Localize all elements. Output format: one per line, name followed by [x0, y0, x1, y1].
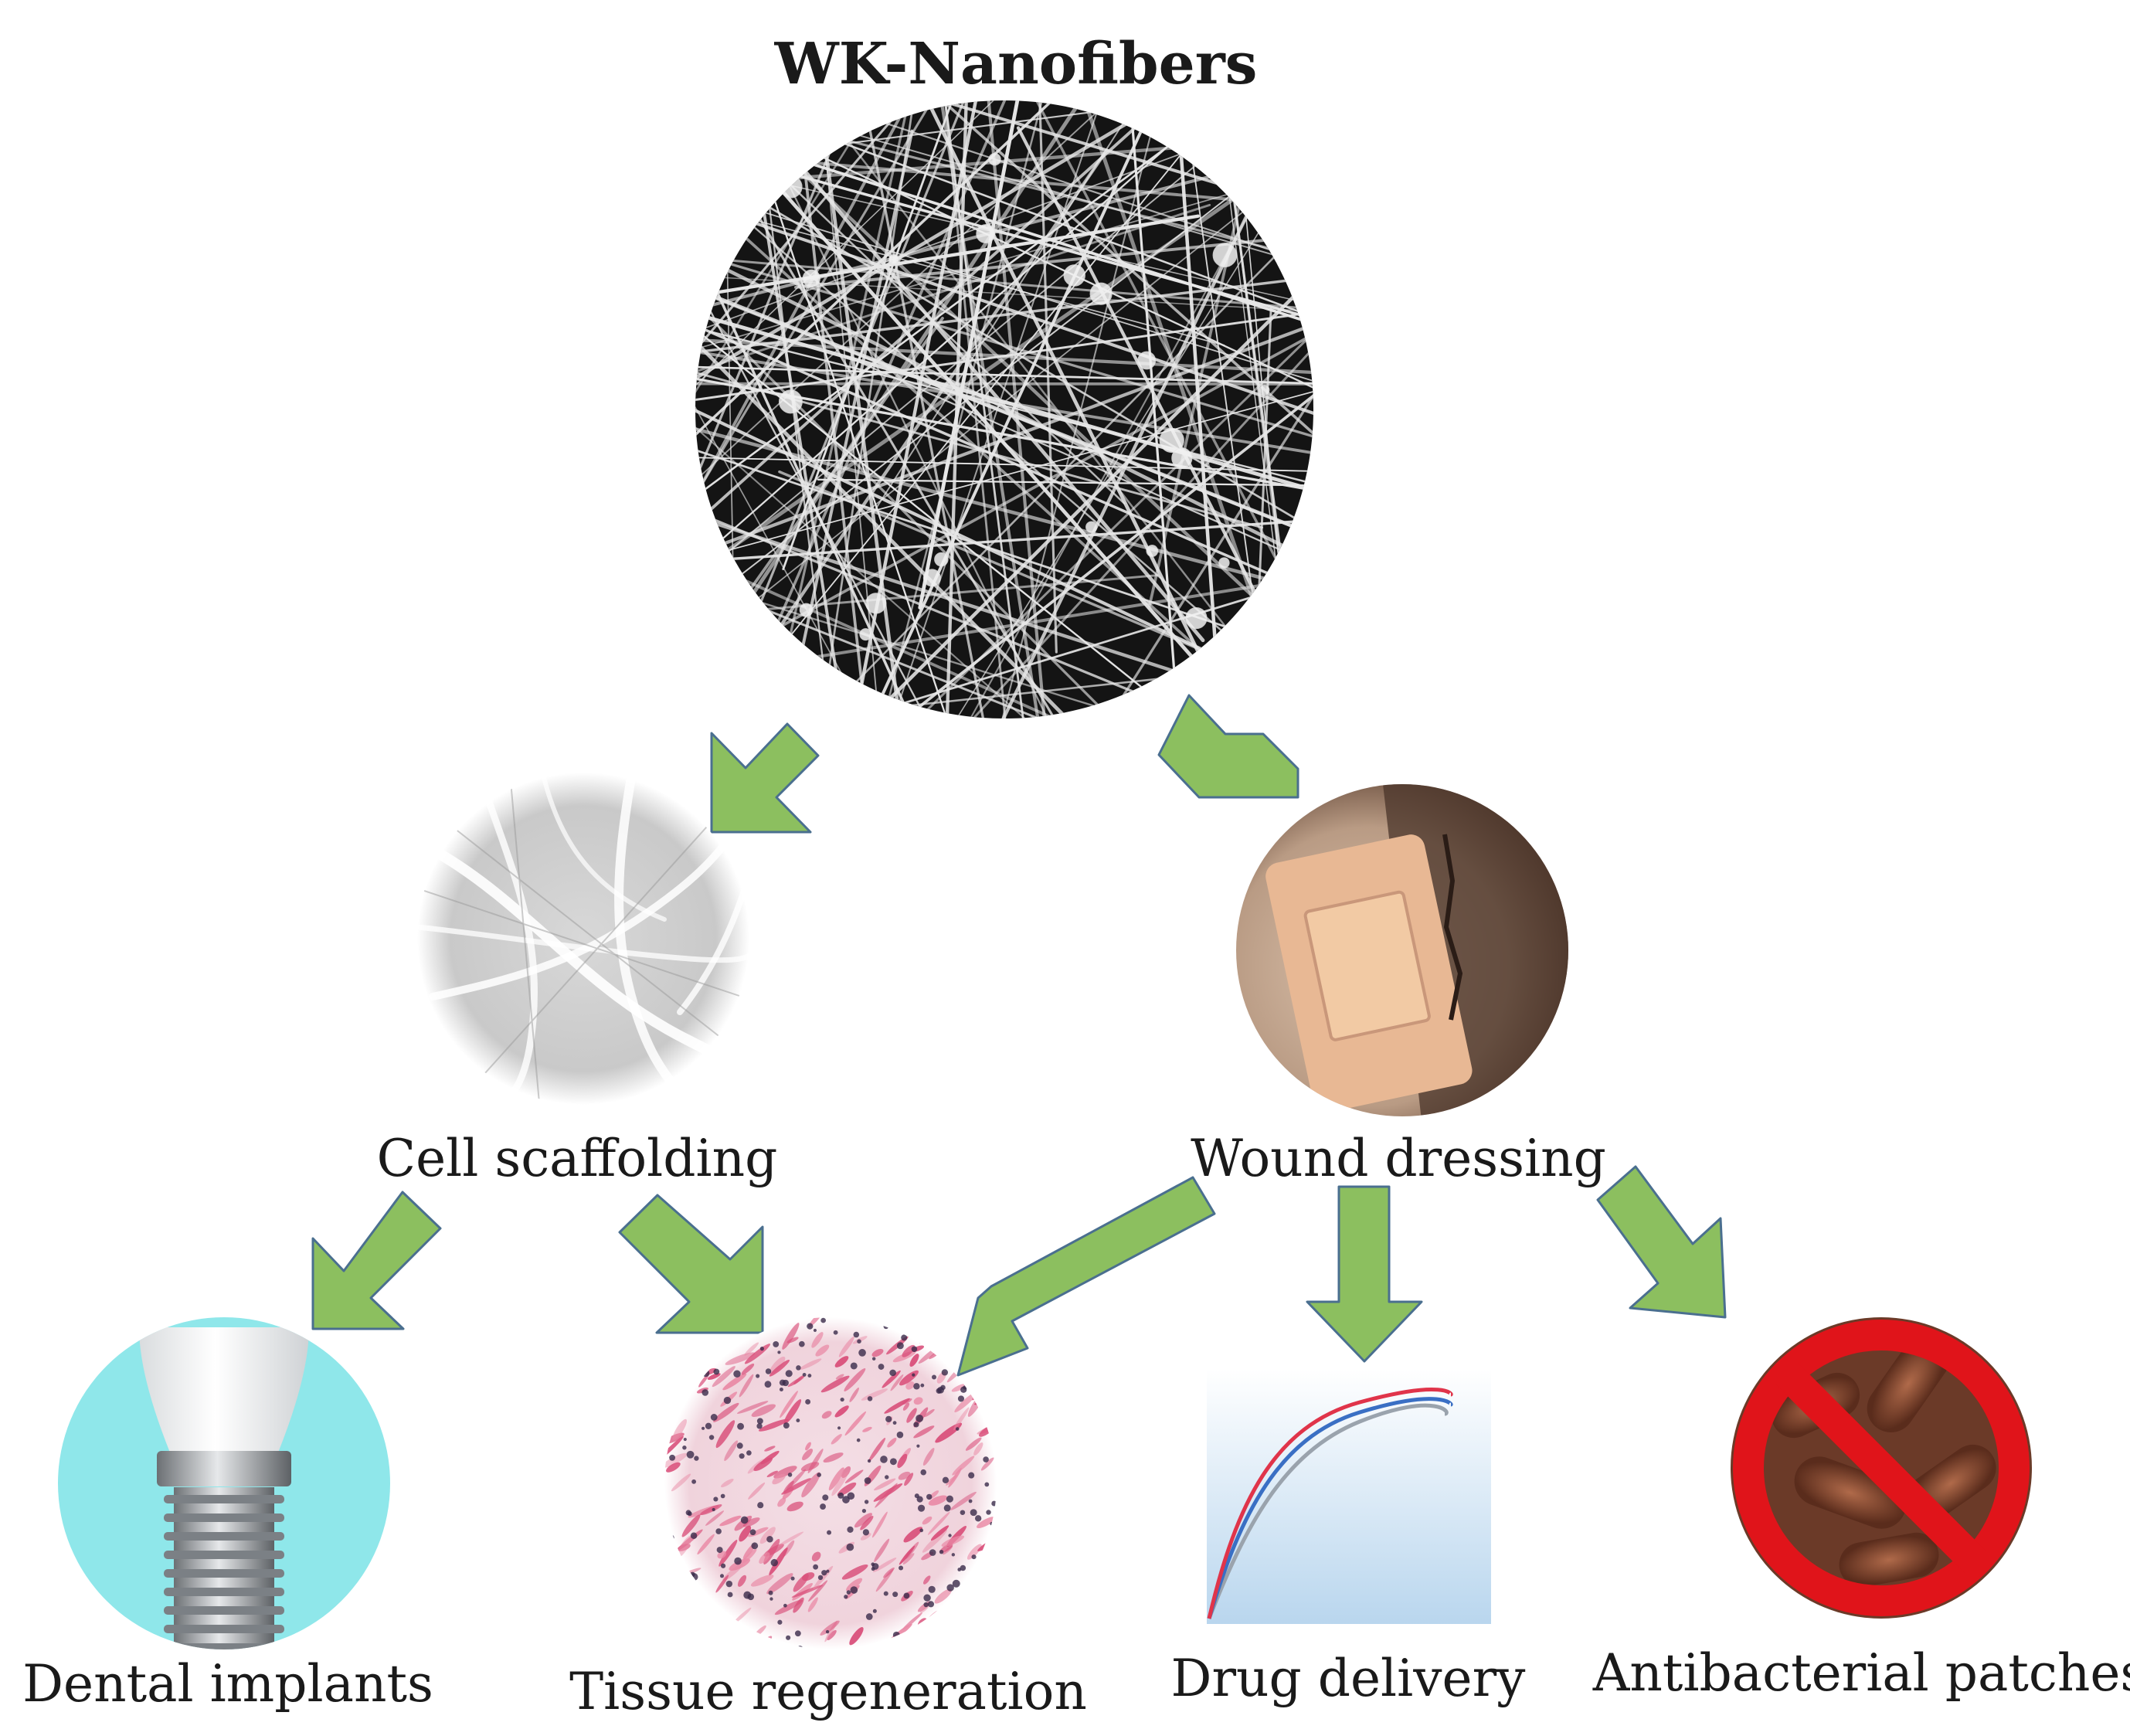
tissue-histology-icon	[664, 1317, 997, 1649]
arrow-wound-to-tissue	[956, 1176, 1216, 1377]
arrow-wound-to-drug	[1306, 1185, 1423, 1363]
dental-implant-icon	[58, 1317, 390, 1649]
diagram-title: WK-Nanofibers	[774, 31, 1258, 97]
release-curve-icon	[1207, 1369, 1491, 1624]
label-drug-delivery: Drug delivery	[1171, 1649, 1527, 1708]
nanofiber-mesh-icon	[695, 100, 1313, 719]
bandage-icon	[1236, 784, 1568, 1116]
no-bacteria-icon	[1731, 1317, 2032, 1619]
arrow-cell-to-tissue	[618, 1194, 764, 1334]
label-wound-dressing: Wound dressing	[1191, 1129, 1606, 1188]
arrow-wound-to-antibacterial	[1596, 1165, 1727, 1319]
arrow-to-cell-scaffolding	[710, 722, 820, 834]
label-cell-scaffolding: Cell scaffolding	[377, 1129, 778, 1188]
label-tissue-regeneration: Tissue regeneration	[569, 1662, 1087, 1721]
arrow-to-wound-dressing	[1157, 694, 1299, 799]
arrow-cell-to-dental	[311, 1191, 442, 1330]
label-dental-implants: Dental implants	[22, 1654, 433, 1714]
label-antibacterial-patches: Antibacterial patches	[1592, 1643, 2130, 1703]
